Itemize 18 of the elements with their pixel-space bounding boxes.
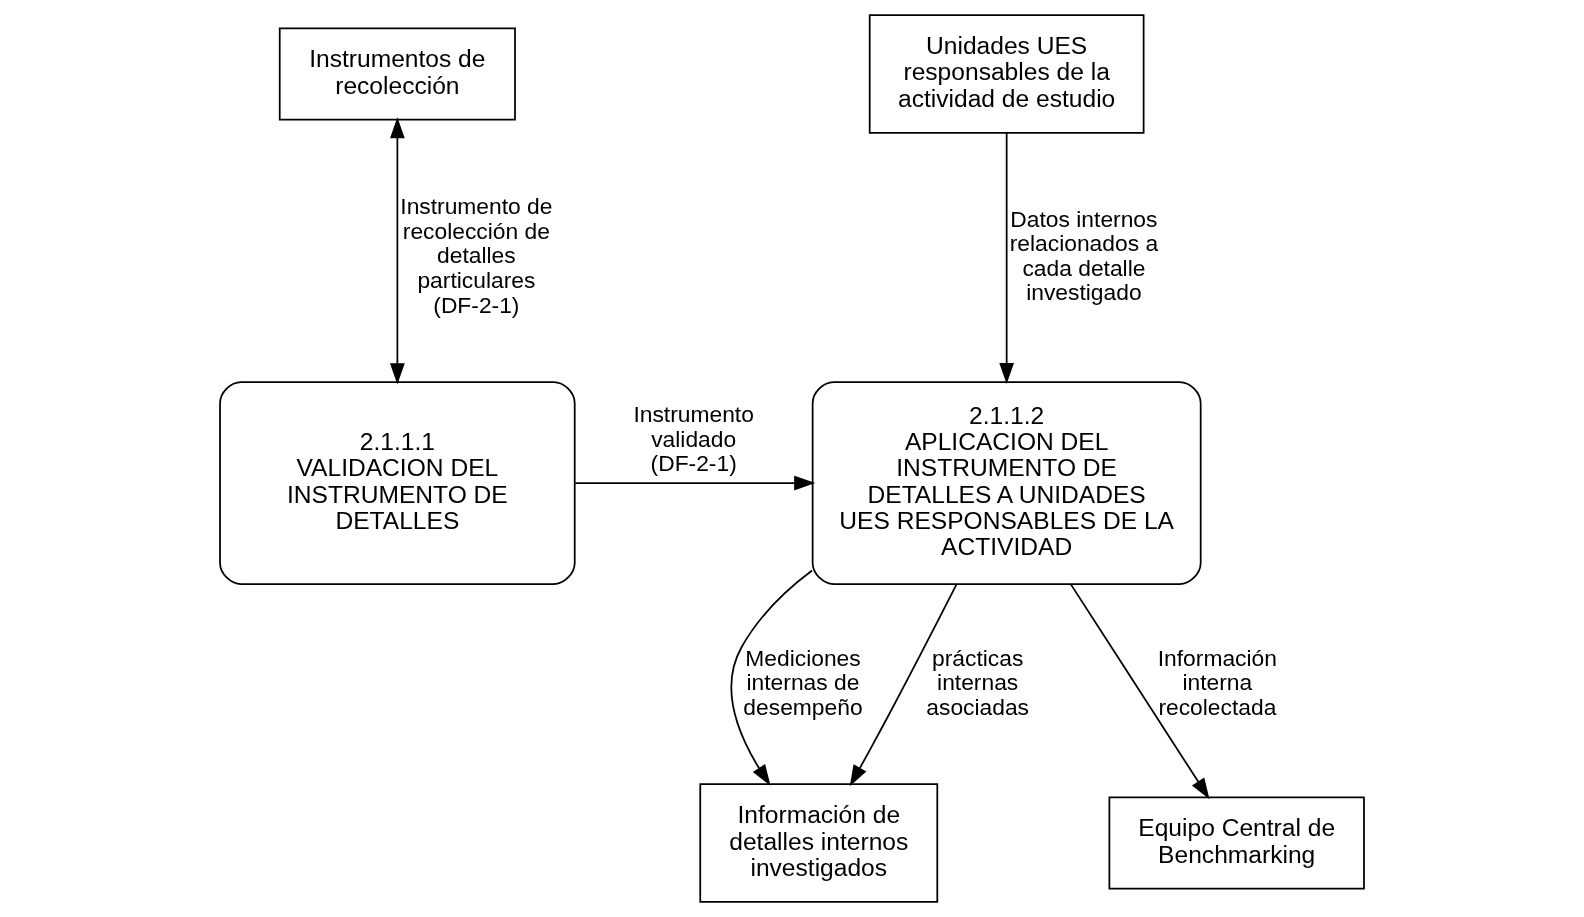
arrow [999, 132, 1015, 385]
arrow [1069, 583, 1210, 800]
edge-label: Instrumento validado (DF-2-1) [633, 401, 754, 477]
edge-label: Información interna recolectada [1157, 644, 1277, 720]
node-box: 2.1.1.2 APLICACION DEL INSTRUMENTO DE DETALLES A UNIDADES UES RESPONSABLES DE LA ACTIVIDAD [811, 381, 1202, 585]
node-box: Información de detalles internos investigados [699, 783, 939, 903]
arrow [574, 475, 816, 491]
node-box: Instrumentos de recolección [278, 27, 516, 121]
node-box: Equipo Central de Benchmarking [1108, 796, 1365, 890]
arrow [389, 117, 405, 385]
edge-label: prácticas internas asociadas [926, 644, 1030, 720]
arrow [849, 583, 958, 787]
node-box: 2.1.1.1 VALIDACION DEL INSTRUMENTO DE DETALLES [219, 381, 576, 585]
edge-label: Datos internos relacionados a cada detalle investigado [1009, 205, 1159, 306]
edge-label: Mediciones internas de desempeño [743, 644, 863, 720]
arrow [730, 569, 813, 786]
edge-label: Instrumento de recolección de detalles particulares (DF-2-1) [400, 193, 553, 318]
node-box: Unidades UES responsables de la actividad de estudio [868, 14, 1145, 134]
